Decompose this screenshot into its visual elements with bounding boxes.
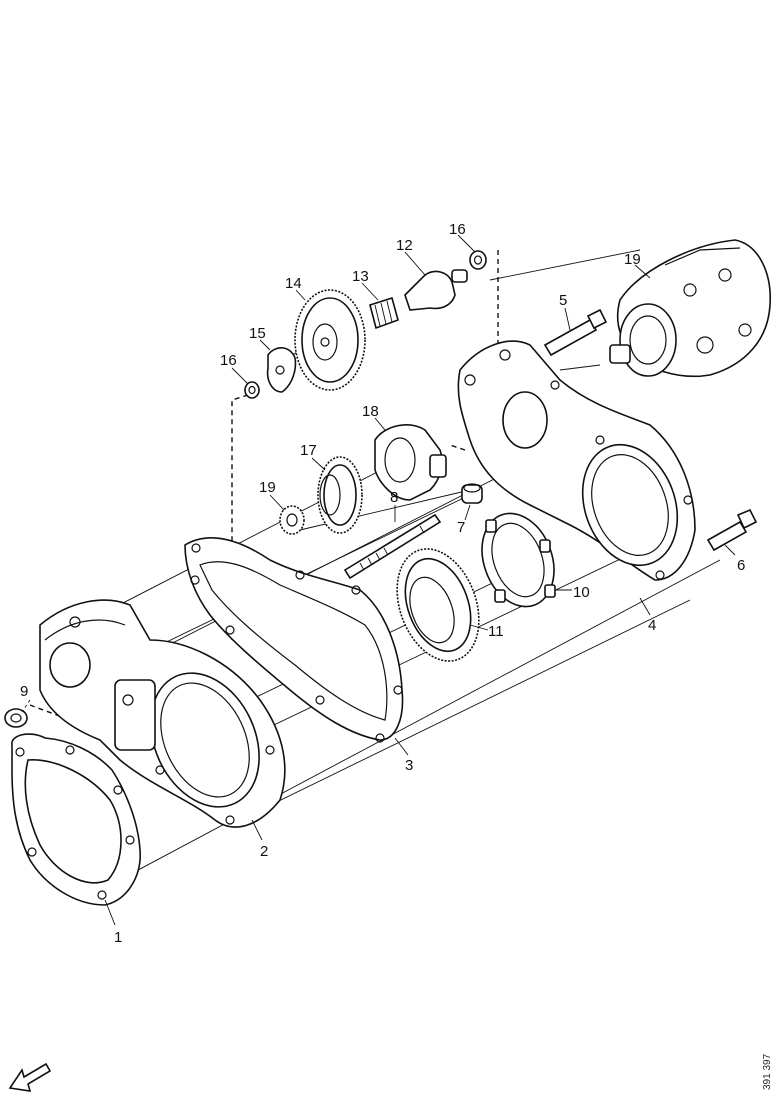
washer-part-16-lower [244,381,260,399]
gear-part-14 [294,289,366,391]
callout-18: 18 [362,403,379,420]
housing-part-4 [457,340,696,581]
ring-gear-part-11 [396,548,480,662]
callout-19-lower: 19 [259,479,276,496]
callout-1: 1 [114,929,122,946]
drawing-code: 391 397 [762,1053,773,1090]
needle-bearing-part-13 [369,296,399,330]
gasket-part-1 [11,733,141,906]
callout-13: 13 [352,268,369,285]
callout-10: 10 [573,584,590,601]
callout-11: 11 [488,623,504,640]
nut-part-9 [4,708,28,728]
washer-part-16-upper [469,250,487,270]
carrier-part-18 [374,424,447,501]
gasket-part-3 [184,537,404,743]
leader-lines [21,234,736,926]
gear-part-17 [317,456,363,534]
cover-housing-part-2 [39,599,286,828]
bearing-ring-part-10 [481,512,556,608]
callout-3: 3 [405,757,413,774]
callout-9: 9 [20,683,28,700]
callout-12: 12 [396,237,413,254]
callout-19-upper: 19 [624,251,641,268]
callout-16-upper: 16 [449,221,466,238]
callout-16-lower: 16 [220,352,237,369]
pinion-part-19-lower [279,505,305,535]
callout-6: 6 [737,557,745,574]
bolt-part-5 [543,308,608,357]
lock-plate-part-15 [266,347,297,393]
callout-4: 4 [648,617,656,634]
stud-part-8 [343,513,442,580]
callout-14: 14 [285,275,302,292]
bushing-part-7 [461,483,483,504]
callout-8: 8 [390,489,398,506]
callout-15: 15 [249,325,266,342]
callout-7: 7 [457,519,465,536]
callout-17: 17 [300,442,317,459]
pump-part-19-upper [609,239,771,378]
bolt-part-6 [706,508,758,552]
callout-2: 2 [260,843,268,860]
callout-labels: 1 2 3 4 5 6 7 8 9 10 11 12 13 14 15 16 1… [20,221,745,946]
callout-5: 5 [559,292,567,309]
shaft-part-12 [404,269,468,311]
arrow-icon [8,1062,52,1092]
